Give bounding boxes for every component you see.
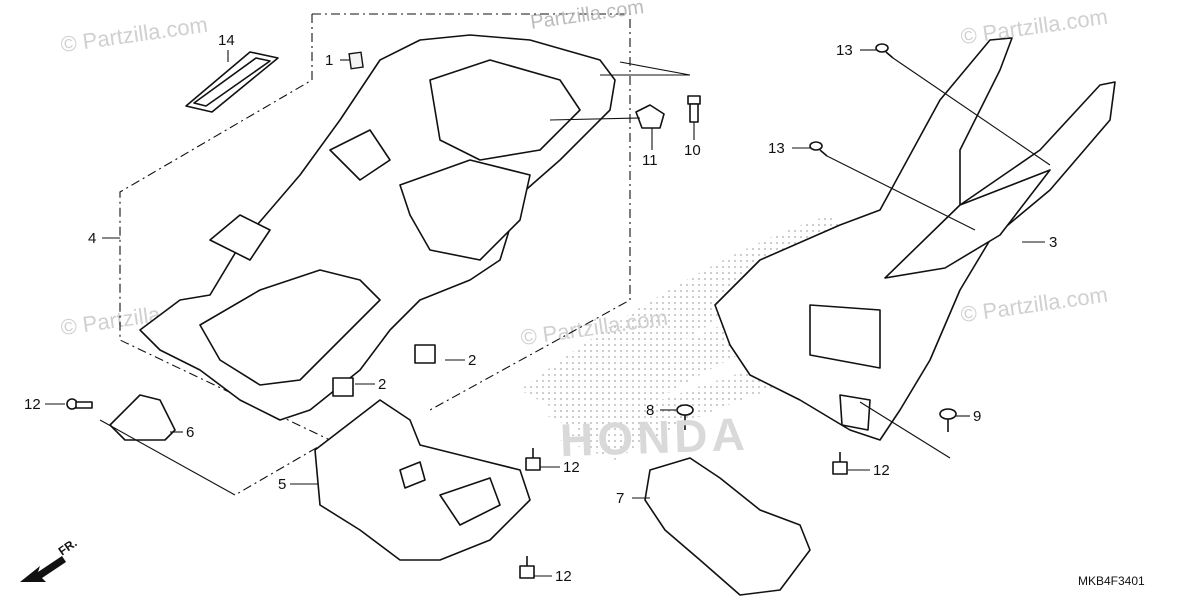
screw-part-9 (939, 408, 957, 432)
cover-part-7 (644, 457, 811, 596)
callout-6: 6 (186, 424, 195, 441)
callout-2: 2 (378, 376, 387, 393)
callout-12: 12 (563, 459, 580, 476)
screw-part-8 (676, 404, 694, 430)
callout-7: 7 (616, 490, 625, 507)
front-arrow-icon (20, 556, 66, 582)
callout-5: 5 (278, 476, 287, 493)
callout-12: 12 (555, 568, 572, 585)
callout-14: 14 (218, 32, 235, 49)
bolt-part-12d (832, 452, 848, 475)
clip-part-1 (348, 51, 364, 70)
callout-4: 4 (88, 230, 97, 247)
screw-part-13b (809, 141, 828, 157)
callout-12: 12 (873, 462, 890, 479)
callout-10: 10 (684, 142, 701, 159)
screw-part-13a (875, 43, 894, 59)
leader-lines (45, 49, 1051, 577)
diagram-code: MKB4F3401 (1078, 574, 1145, 588)
assembly-boundary (119, 13, 631, 496)
nut-part-11 (635, 104, 665, 129)
callout-9: 9 (973, 408, 982, 425)
callout-1: 1 (325, 52, 334, 69)
callout-3: 3 (1049, 234, 1058, 251)
callout-13: 13 (768, 140, 785, 157)
bolt-part-12a (66, 398, 93, 410)
lower-panel-part-5 (314, 399, 531, 561)
bolt-part-12b (525, 448, 541, 471)
callout-11: 11 (642, 152, 658, 169)
bolt-part-12c (519, 556, 535, 579)
undertray-part-4 (139, 34, 616, 421)
bolt-part-10 (687, 95, 701, 123)
bracket-part-6 (109, 394, 176, 441)
callout-13: 13 (836, 42, 853, 59)
rear-fender-part-3 (714, 37, 1116, 441)
callout-12: 12 (24, 396, 41, 413)
callout-2: 2 (468, 352, 477, 369)
callout-8: 8 (646, 402, 655, 419)
strap-part-14 (185, 51, 279, 113)
